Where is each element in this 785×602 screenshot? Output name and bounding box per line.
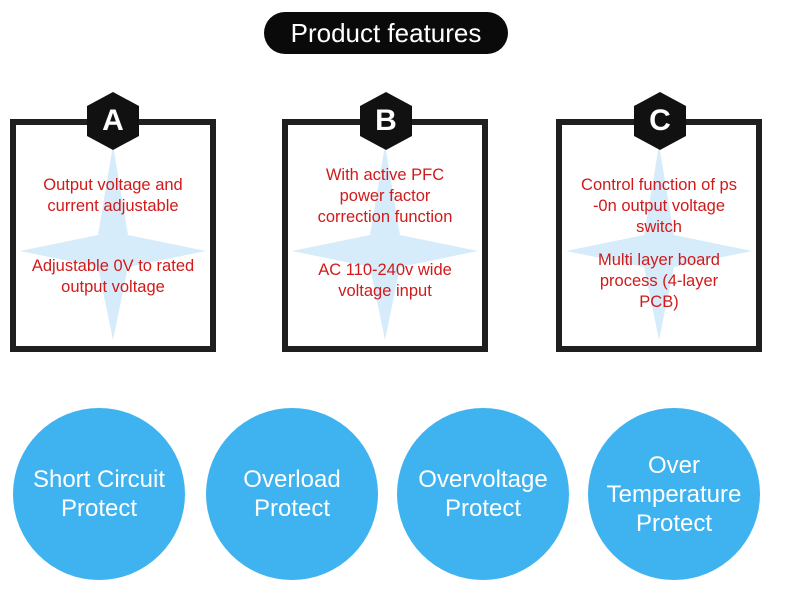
feature-text-1: Output voltage and current adjustable xyxy=(43,176,183,215)
hexagon-badge-b: B xyxy=(358,91,414,151)
feature-card-c: Control function of ps -0n output voltag… xyxy=(556,119,762,352)
star-decoration xyxy=(20,145,206,340)
feature-text-2: Multi layer board process (4-layer PCB) xyxy=(598,251,720,311)
protection-circle-overvoltage: Overvoltage Protect xyxy=(397,408,569,580)
badge-letter: C xyxy=(649,104,671,137)
hexagon-badge-a: A xyxy=(85,91,141,151)
badge-letter: A xyxy=(102,104,124,137)
feature-card-b: With active PFC power factor correction … xyxy=(282,119,488,352)
protection-circle-overload: Overload Protect xyxy=(206,408,378,580)
feature-text-1: Control function of ps -0n output voltag… xyxy=(581,176,737,236)
badge-letter: B xyxy=(375,104,397,137)
protection-circle-over-temperature: Over Temperature Protect xyxy=(588,408,760,580)
feature-text-1: With active PFC power factor correction … xyxy=(317,166,453,226)
feature-text-2: AC 110-240v wide voltage input xyxy=(318,261,452,300)
page-title: Product features xyxy=(264,12,508,54)
protection-circle-short-circuit: Short Circuit Protect xyxy=(13,408,185,580)
star-decoration xyxy=(566,145,752,340)
feature-card-a: Output voltage and current adjustable Ad… xyxy=(10,119,216,352)
feature-text-2: Adjustable 0V to rated output voltage xyxy=(31,257,195,296)
star-decoration xyxy=(292,145,478,340)
hexagon-badge-c: C xyxy=(632,91,688,151)
